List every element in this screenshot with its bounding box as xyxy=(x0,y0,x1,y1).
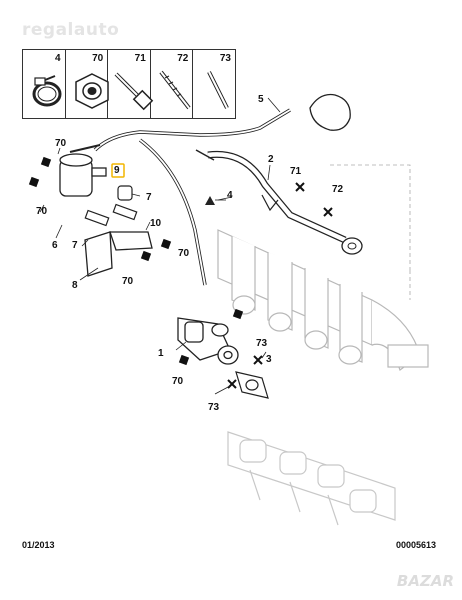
callout-1[interactable]: 1 xyxy=(158,348,164,359)
intake-manifold xyxy=(217,229,429,371)
footer-date: 01/2013 xyxy=(22,540,55,550)
callout-73[interactable]: 73 xyxy=(256,338,268,349)
bolt-with-washer-icon xyxy=(114,72,154,111)
callout-70[interactable]: 70 xyxy=(122,276,134,287)
stud-bolt-icon xyxy=(159,70,191,110)
legend-cell-stud-bolt[interactable]: 72 xyxy=(151,50,194,118)
callout-72[interactable]: 72 xyxy=(332,184,344,195)
legend-cell-stud[interactable]: 73 xyxy=(193,50,235,118)
hose-clamp-icon xyxy=(32,75,62,107)
callout-2[interactable]: 2 xyxy=(268,154,274,165)
callout-10[interactable]: 10 xyxy=(150,218,162,229)
callout-73[interactable]: 73 xyxy=(208,402,220,413)
gasket xyxy=(235,371,269,399)
connectors xyxy=(84,185,138,227)
legend-cell-clamp[interactable]: 4 xyxy=(23,50,66,118)
callout-70[interactable]: 70 xyxy=(36,206,48,217)
solenoid-valve xyxy=(59,144,107,197)
watermark-text: regalauto xyxy=(22,20,120,40)
nut-icon xyxy=(74,73,109,109)
callout-70[interactable]: 70 xyxy=(172,376,184,387)
arrow-icon xyxy=(205,196,215,205)
nut-markers xyxy=(28,156,244,366)
callout-8[interactable]: 8 xyxy=(72,280,78,291)
legend-ref: 70 xyxy=(92,53,104,64)
legend-ref: 73 xyxy=(219,53,231,64)
leader-lines xyxy=(39,97,281,395)
stud-icon xyxy=(207,71,230,109)
callout-9[interactable]: 9 xyxy=(114,165,120,176)
callout-7[interactable]: 7 xyxy=(146,192,152,203)
exhaust-manifold-lower xyxy=(227,431,396,526)
parts-legend: 4 70 71 72 73 xyxy=(22,49,236,119)
egr-pipe xyxy=(195,149,363,255)
callout-7[interactable]: 7 xyxy=(72,240,78,251)
legend-cell-bolt[interactable]: 71 xyxy=(108,50,154,118)
legend-cell-nut[interactable]: 70 xyxy=(66,50,109,118)
callout-3[interactable]: 3 xyxy=(266,354,272,365)
brand-watermark: BAZAR xyxy=(396,572,454,590)
reference-lines xyxy=(330,164,411,300)
footer-reference: 00005613 xyxy=(395,540,436,550)
legend-ref: 71 xyxy=(134,53,146,64)
callout-4[interactable]: 4 xyxy=(227,190,233,201)
callout-70[interactable]: 70 xyxy=(55,138,67,149)
highlight-box xyxy=(111,163,125,178)
egr-valve xyxy=(177,317,239,365)
vacuum-hose xyxy=(93,93,351,286)
callout-6[interactable]: 6 xyxy=(52,240,58,251)
legend-ref: 72 xyxy=(177,53,189,64)
mounting-bracket xyxy=(84,231,153,277)
callout-5[interactable]: 5 xyxy=(258,94,264,105)
callout-70[interactable]: 70 xyxy=(178,248,190,259)
stud-markers xyxy=(227,182,333,389)
callout-71[interactable]: 71 xyxy=(290,166,302,177)
legend-ref: 4 xyxy=(55,53,61,64)
